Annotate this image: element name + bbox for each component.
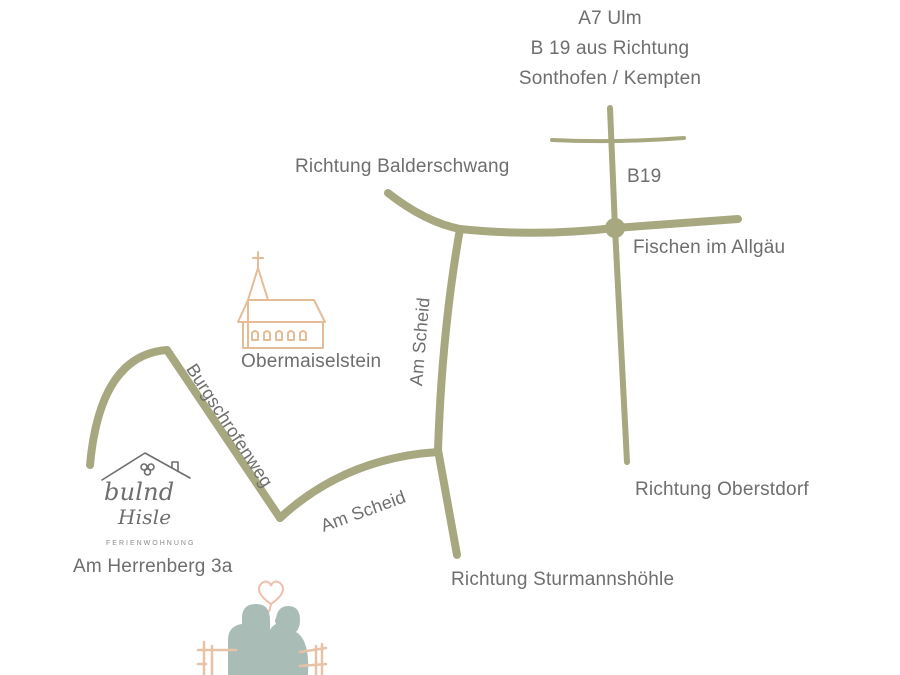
heart-icon: [258, 580, 284, 606]
logo-line2: Hisle: [118, 505, 172, 529]
logo-tagline: FERIENWOHNUNG: [106, 540, 196, 547]
road-cross-top: [550, 136, 686, 144]
road-burgschrofenweg: [86, 346, 284, 522]
label-richtung-balderschwang: Richtung Balderschwang: [295, 156, 510, 177]
logo-line1: bulnd: [104, 478, 175, 506]
label-richtung-sturmannshoehle: Richtung Sturmannshöhle: [451, 569, 675, 590]
junction-fischen-marker: [605, 218, 625, 238]
road-balderschwang-fischen: [384, 189, 742, 237]
label-address: Am Herrenberg 3a: [73, 556, 233, 577]
heart-tail: [268, 603, 272, 613]
couple-on-bench-icon: [196, 604, 328, 675]
label-fischen: Fischen im Allgäu: [633, 237, 786, 258]
label-richtung-oberstdorf: Richtung Oberstdorf: [635, 479, 809, 500]
road-am-scheid-vertical: [434, 225, 464, 559]
church-icon: [237, 251, 326, 349]
label-b19-from: B 19 aus Richtung: [530, 38, 690, 59]
road-am-scheid-lower: [276, 448, 442, 522]
label-a7-ulm: A7 Ulm: [578, 8, 642, 29]
road-b19: [607, 105, 630, 465]
house-logo-icon: [101, 452, 191, 481]
label-b19: B19: [627, 166, 662, 187]
label-obermaiselstein: Obermaiselstein: [241, 351, 382, 372]
label-sonthofen-kempten: Sonthofen / Kempten: [518, 68, 702, 89]
